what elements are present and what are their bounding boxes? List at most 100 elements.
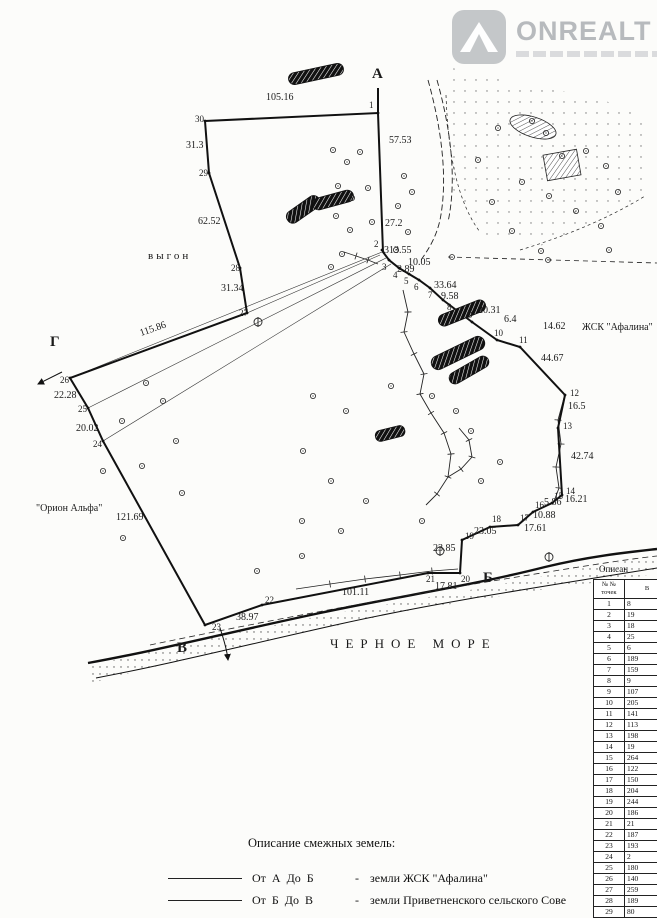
tree-dot: [175, 440, 176, 441]
point-number-cell: 14: [594, 742, 625, 753]
tree-dot: [162, 400, 163, 401]
value-cell: 6: [625, 643, 657, 654]
tree-dot: [121, 420, 122, 421]
legend-dash: -: [344, 893, 370, 908]
value-cell: 259: [625, 885, 657, 896]
point-number: 15: [554, 491, 564, 501]
survey-point-dot: [532, 511, 535, 514]
measurement-label: 20.31: [478, 305, 501, 316]
point-number: 9: [468, 310, 473, 320]
hatched-patch: [543, 149, 581, 181]
point-number: 8: [447, 302, 452, 312]
tree-dot: [403, 175, 404, 176]
tree-dot: [330, 480, 331, 481]
measurement-label: 2.89: [397, 264, 415, 275]
point-number: 2: [374, 239, 379, 249]
point-number: 5: [404, 276, 409, 286]
survey-point-dot: [388, 259, 391, 262]
value-cell: 80: [625, 907, 657, 918]
survey-point-dot: [208, 172, 211, 175]
corner-letter-Г: Г: [50, 334, 60, 350]
tree-dot: [340, 530, 341, 531]
survey-point-dot: [519, 346, 522, 349]
point-number: 20: [461, 574, 471, 584]
measurement-label: 105.16: [266, 92, 294, 103]
value-cell: 140: [625, 874, 657, 885]
point-number: 16: [535, 500, 545, 510]
point-number-cell: 3: [594, 621, 625, 632]
tree-dot: [141, 465, 142, 466]
tree-dot: [371, 221, 372, 222]
measurement-label: 57.53: [389, 135, 412, 146]
measurement-label: 6.4: [504, 314, 517, 325]
measurement-label: 313.55: [384, 245, 412, 256]
measurement-label: 33.64: [434, 280, 457, 291]
survey-point-dot: [517, 524, 520, 527]
value-cell: 18: [625, 621, 657, 632]
tree-dot: [407, 231, 408, 232]
survey-point-dot: [418, 279, 421, 282]
survey-point-dot: [461, 539, 464, 542]
tree-dot: [341, 253, 342, 254]
measurement-label: 38.97: [236, 612, 259, 623]
survey-point-dot: [408, 273, 411, 276]
tree-dot: [617, 191, 618, 192]
corner-letter-В: В: [177, 640, 187, 656]
value-cell: 113: [625, 720, 657, 731]
point-number: 17: [520, 513, 530, 523]
survey-point-dot: [102, 440, 105, 443]
measurement-label: 27.2: [385, 218, 403, 229]
tree-dot: [540, 250, 541, 251]
legend-range: От А До Б: [252, 871, 344, 886]
tree-dot: [431, 395, 432, 396]
tree-dot: [511, 230, 512, 231]
tree-dot: [545, 132, 546, 133]
tree-dot: [367, 187, 368, 188]
table-caption: Описан: [599, 564, 657, 574]
point-number-cell: 10: [594, 698, 625, 709]
point-number-cell: 15: [594, 753, 625, 764]
value-cell: 180: [625, 863, 657, 874]
point-number-cell: 11: [594, 709, 625, 720]
point-number: 1: [369, 100, 374, 110]
point-number: 21: [426, 574, 435, 584]
tree-dot: [561, 155, 562, 156]
tree-dot: [531, 120, 532, 121]
tree-dot: [585, 150, 586, 151]
tree-dot: [256, 570, 257, 571]
survey-point-dot: [398, 267, 401, 270]
col-header-point-numbers: № № точек: [594, 580, 625, 599]
survey-point-dot: [429, 287, 432, 290]
sight-lines: [70, 252, 391, 441]
legend-range: От Б До В: [252, 893, 344, 908]
tree-dot: [301, 555, 302, 556]
value-cell: 122: [625, 764, 657, 775]
point-number: 24: [93, 439, 103, 449]
tree-dot: [351, 197, 352, 198]
point-number-cell: 20: [594, 808, 625, 819]
tree-dot: [145, 382, 146, 383]
value-cell: 159: [625, 665, 657, 676]
value-cell: 205: [625, 698, 657, 709]
point-number-cell: 23: [594, 841, 625, 852]
point-number: 3: [382, 262, 387, 272]
value-cell: 8: [625, 599, 657, 610]
tree-dot: [491, 201, 492, 202]
value-cell: 204: [625, 786, 657, 797]
point-number-cell: 27: [594, 885, 625, 896]
point-number: 6: [414, 282, 419, 292]
onrealt-logo-icon: [452, 10, 506, 64]
tree-dot: [349, 229, 350, 230]
legend-line-sample: [168, 900, 242, 901]
point-number: 30: [195, 114, 205, 124]
tree-dot: [608, 249, 609, 250]
